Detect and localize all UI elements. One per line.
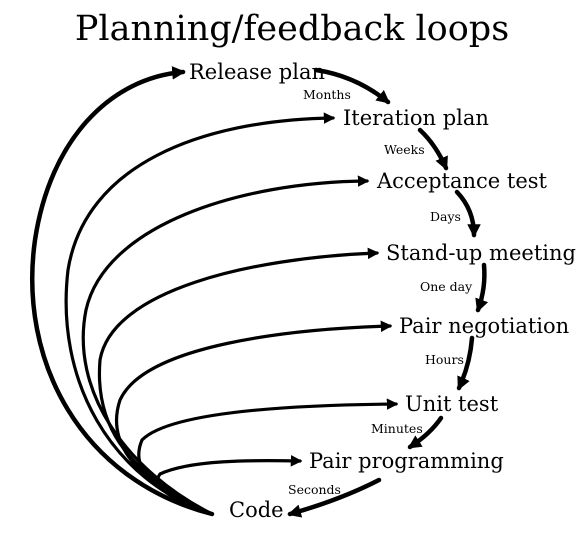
feedback-arcs (30, 66, 399, 517)
stage-iteration-plan: Iteration plan (343, 106, 489, 130)
stage-labels: Release plan Iteration plan Acceptance t… (189, 60, 576, 522)
arrow-acceptance-to-standup (454, 189, 481, 238)
diagram-title: Planning/feedback loops (75, 9, 509, 49)
duration-months: Months (303, 87, 351, 102)
duration-labels: Months Weeks Days One day Hours Minutes … (288, 87, 473, 497)
arrow-iteration-to-acceptance (417, 127, 449, 171)
stage-code: Code (229, 498, 284, 522)
feedback-arc-pair-programming (156, 455, 303, 516)
feedback-arc-acceptance-test (81, 175, 370, 516)
feedback-arc-release-plan (30, 66, 215, 517)
feedback-arc-iteration-plan (64, 112, 336, 516)
arrow-pairprog-to-code (287, 477, 382, 518)
stage-release-plan: Release plan (189, 60, 325, 84)
stage-unit-test: Unit test (405, 392, 499, 416)
progression-arrows (287, 67, 489, 518)
duration-seconds: Seconds (288, 482, 341, 497)
duration-weeks: Weeks (384, 142, 425, 157)
duration-minutes: Minutes (371, 421, 423, 436)
arrow-unittest-to-pairprog (407, 415, 444, 450)
stage-acceptance-test: Acceptance test (376, 169, 548, 193)
duration-days: Days (430, 209, 461, 224)
arrow-release-to-iteration (313, 67, 391, 105)
duration-one-day: One day (420, 279, 473, 294)
arrow-standup-to-pairneg (475, 262, 489, 313)
duration-hours: Hours (425, 352, 464, 367)
feedback-arc-stand-up-meeting (97, 247, 380, 516)
arrow-pairneg-to-unittest (456, 335, 475, 391)
stage-stand-up-meeting: Stand-up meeting (386, 241, 576, 265)
stage-pair-negotiation: Pair negotiation (399, 314, 569, 338)
stage-pair-programming: Pair programming (309, 449, 504, 473)
